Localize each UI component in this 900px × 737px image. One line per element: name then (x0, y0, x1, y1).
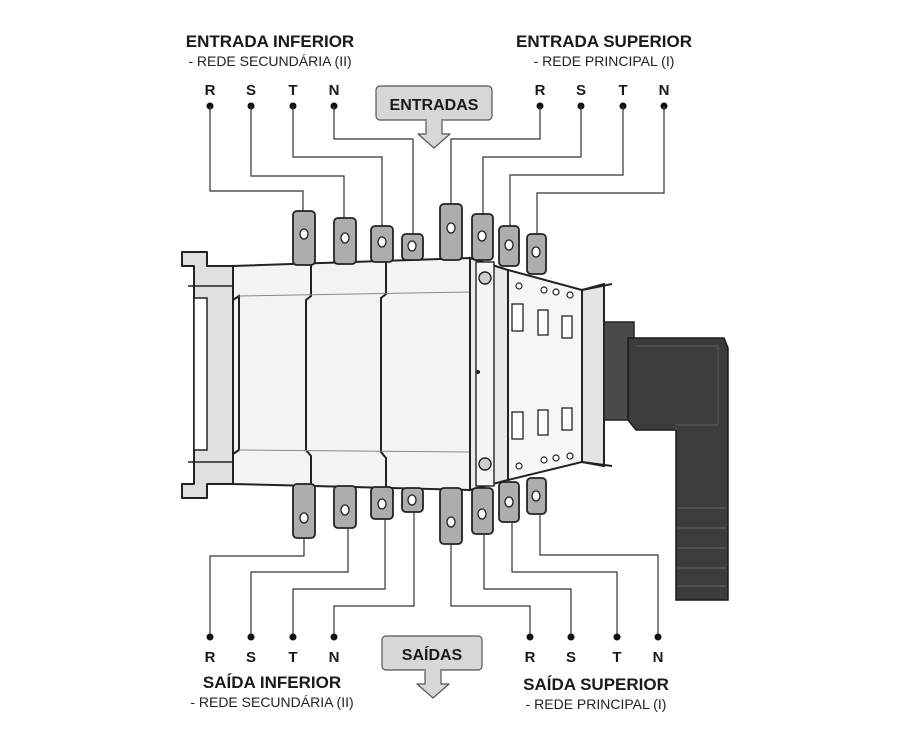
entradas-callout: ENTRADAS (375, 85, 493, 149)
top-terminal-holes (299, 222, 541, 258)
phase-label: S (246, 82, 256, 99)
saida-inferior-subtitle: - REDE SECUNDÁRIA (II) (190, 694, 353, 710)
saida-superior-subtitle: - REDE PRINCIPAL (I) (526, 696, 667, 712)
phase-label: T (288, 649, 297, 666)
entrada-superior-title: ENTRADA SUPERIOR (516, 32, 692, 51)
phase-label: N (653, 649, 664, 666)
bottom-right-phase-labels: R S T N (525, 649, 664, 666)
phase-label: R (535, 82, 546, 99)
phase-label: T (618, 82, 627, 99)
bottom-terminal-holes (299, 490, 541, 528)
phase-label: S (576, 82, 586, 99)
phase-label: N (329, 82, 340, 99)
phase-label: S (246, 649, 256, 666)
saida-superior-title: SAÍDA SUPERIOR (523, 675, 669, 694)
saidas-callout: SAÍDAS (381, 635, 483, 699)
entrada-inferior-subtitle: - REDE SECUNDÁRIA (II) (188, 53, 351, 69)
phase-label: N (329, 649, 340, 666)
saida-inferior-title: SAÍDA INFERIOR (203, 673, 341, 692)
switch-body (232, 256, 613, 492)
phase-label: R (205, 649, 216, 666)
bottom-left-phase-labels: R S T N (205, 649, 340, 666)
terminal (439, 487, 463, 545)
phase-label: N (659, 82, 670, 99)
phase-label: T (612, 649, 621, 666)
bottom-terminals (292, 477, 547, 545)
entradas-label: ENTRADAS (390, 97, 479, 114)
phase-label: S (566, 649, 576, 666)
entrada-superior-subtitle: - REDE PRINCIPAL (I) (534, 53, 675, 69)
top-wires (209, 106, 665, 236)
saidas-label: SAÍDAS (402, 645, 463, 664)
phase-label: T (288, 82, 297, 99)
bottom-terminal-dots (206, 633, 662, 641)
phase-label: R (205, 82, 216, 99)
bottom-wires (209, 512, 659, 637)
top-left-phase-labels: R S T N (205, 82, 340, 99)
phase-label: R (525, 649, 536, 666)
operating-handle (603, 321, 729, 601)
terminal (292, 483, 316, 539)
top-right-phase-labels: R S T N (535, 82, 670, 99)
entrada-inferior-title: ENTRADA INFERIOR (186, 32, 354, 51)
din-mount-bracket (181, 251, 234, 499)
